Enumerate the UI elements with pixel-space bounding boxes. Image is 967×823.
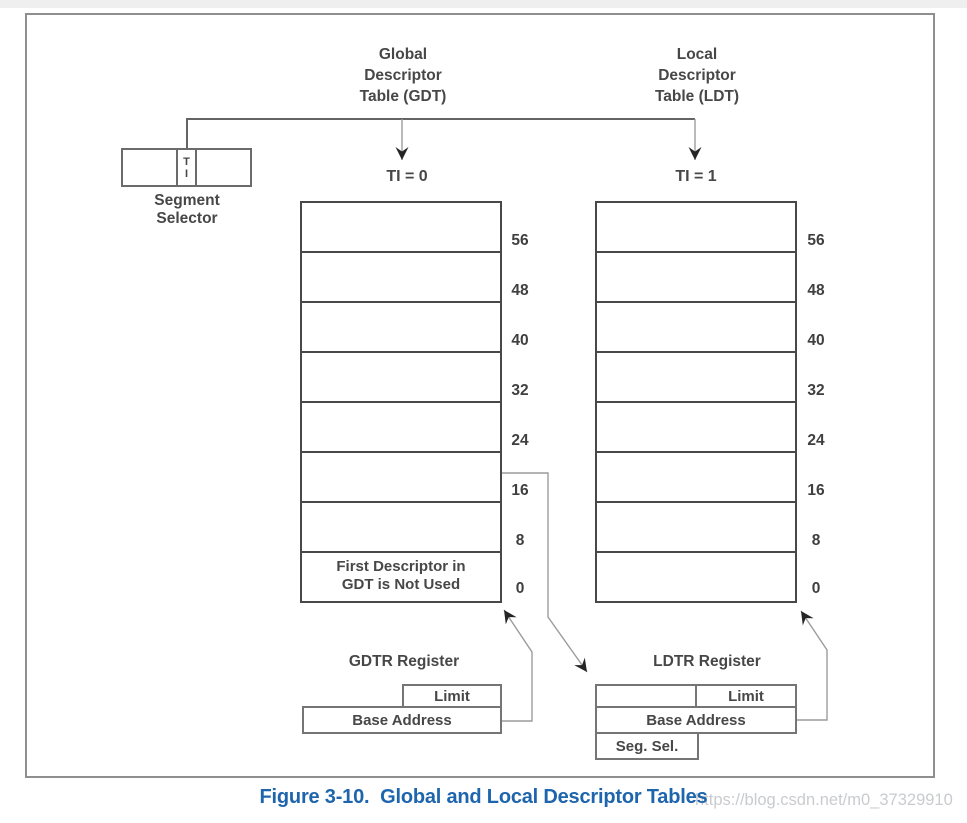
gdt-offset-56: 56 bbox=[511, 232, 529, 249]
segment-selector-right-field bbox=[197, 150, 250, 185]
figure-caption: Figure 3-10. Global and Local Descriptor… bbox=[259, 786, 708, 808]
gdt-offset-24: 24 bbox=[511, 432, 529, 449]
gdt-row bbox=[302, 503, 500, 553]
gdt-header: Global Descriptor Table (GDT) bbox=[303, 44, 503, 107]
gdt-offset-8: 8 bbox=[515, 532, 525, 549]
gdt-first-descriptor-note: First Descriptor in GDT is Not Used bbox=[302, 553, 500, 594]
ldt-offset-56: 56 bbox=[807, 232, 825, 249]
ldt-offset-48: 48 bbox=[807, 282, 825, 299]
ti-field-letter-t: T bbox=[183, 155, 190, 168]
ldt-offset-32: 32 bbox=[807, 382, 825, 399]
ldtr-base-address-field: Base Address bbox=[595, 706, 797, 734]
ldt-offset-16: 16 bbox=[807, 482, 825, 499]
ldt-header-line2: Descriptor bbox=[658, 67, 736, 84]
gdt-row bbox=[302, 253, 500, 303]
segment-selector-box: T I bbox=[121, 148, 252, 187]
ldt-offset-40: 40 bbox=[807, 332, 825, 349]
ldtr-blank-field bbox=[597, 686, 697, 706]
ldt-row bbox=[597, 203, 795, 253]
segment-selector-label-line2: Selector bbox=[156, 209, 218, 227]
gdt-row-first-descriptor: First Descriptor in GDT is Not Used bbox=[302, 553, 500, 601]
gdt-offset-16: 16 bbox=[511, 482, 529, 499]
ti-equals-1-label: TI = 1 bbox=[675, 168, 717, 185]
gdt-note-line1: First Descriptor in bbox=[336, 558, 466, 575]
ldtr-register-title: LDTR Register bbox=[653, 653, 761, 670]
gdt-offset-32: 32 bbox=[511, 382, 529, 399]
ldt-offset-labels: 56 48 40 32 24 16 8 0 bbox=[799, 201, 833, 599]
ldt-row bbox=[597, 403, 795, 453]
ti-equals-0-label: TI = 0 bbox=[386, 168, 428, 185]
segment-selector-ti-field: T I bbox=[176, 150, 197, 185]
ldt-header-line1: Local bbox=[676, 46, 718, 63]
ti-field-letter-i: I bbox=[184, 167, 189, 180]
top-edge-strip bbox=[0, 0, 967, 8]
gdt-offset-48: 48 bbox=[511, 282, 529, 299]
ldt-row bbox=[597, 453, 795, 503]
gdt-row bbox=[302, 353, 500, 403]
ldtr-limit-field: Limit bbox=[728, 687, 764, 705]
ldt-offset-8: 8 bbox=[811, 532, 821, 549]
segment-selector-label-line1: Segment bbox=[154, 192, 220, 209]
ldt-table bbox=[595, 201, 797, 603]
ldt-row bbox=[597, 553, 795, 601]
figure-border bbox=[25, 13, 935, 778]
gdt-offset-40: 40 bbox=[511, 332, 529, 349]
ldt-row bbox=[597, 503, 795, 553]
segment-selector-label: Segment Selector bbox=[122, 192, 252, 227]
gdt-table: First Descriptor in GDT is Not Used bbox=[300, 201, 502, 603]
segment-selector-left-field bbox=[123, 150, 176, 185]
gdt-header-line2: Descriptor bbox=[364, 67, 442, 84]
ldtr-top-row: Limit bbox=[595, 684, 797, 708]
gdt-note-line2: GDT is Not Used bbox=[341, 576, 461, 593]
gdt-offset-0: 0 bbox=[515, 580, 525, 597]
csdn-watermark: https://blog.csdn.net/m0_37329910 bbox=[695, 791, 953, 809]
gdt-row bbox=[302, 453, 500, 503]
gdt-row bbox=[302, 403, 500, 453]
ldt-row bbox=[597, 303, 795, 353]
gdtr-base-address-field: Base Address bbox=[302, 706, 502, 734]
gdtr-register-title: GDTR Register bbox=[348, 653, 460, 670]
ldt-offset-0: 0 bbox=[811, 580, 821, 597]
gdt-offset-labels: 56 48 40 32 24 16 8 0 bbox=[503, 201, 537, 599]
gdt-row bbox=[302, 303, 500, 353]
ldt-row bbox=[597, 253, 795, 303]
ldt-offset-24: 24 bbox=[807, 432, 825, 449]
gdt-header-line1: Global bbox=[378, 46, 428, 63]
gdtr-limit-field: Limit bbox=[402, 684, 502, 708]
ldt-header-line3: Table (LDT) bbox=[654, 88, 740, 105]
ldtr-segment-selector-field: Seg. Sel. bbox=[595, 732, 699, 760]
gdt-row bbox=[302, 203, 500, 253]
ldt-header: Local Descriptor Table (LDT) bbox=[597, 44, 797, 107]
gdt-header-line3: Table (GDT) bbox=[359, 88, 447, 105]
ldt-row bbox=[597, 353, 795, 403]
